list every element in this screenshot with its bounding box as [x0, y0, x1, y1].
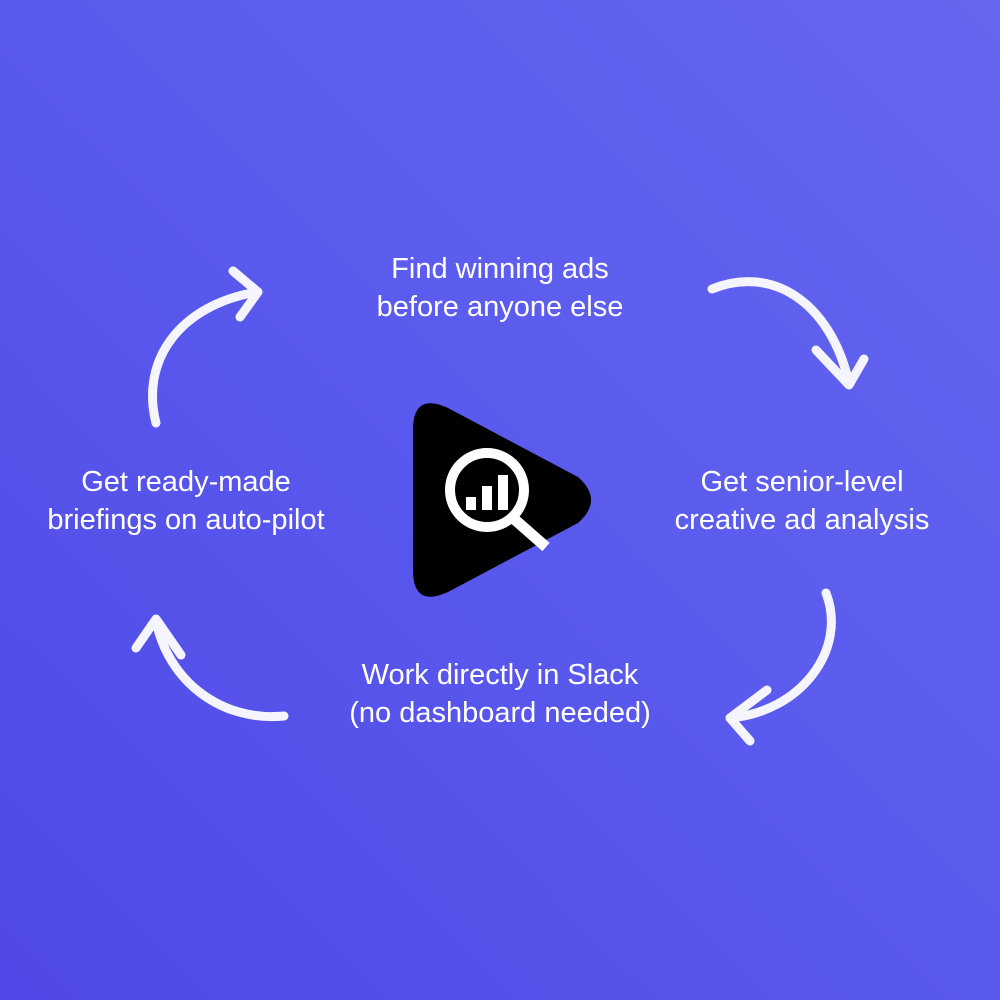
step-text: Work directly in Slack: [361, 659, 639, 691]
arrow-bottom-left-icon: [131, 614, 289, 722]
step-text: Get senior-level: [700, 466, 904, 498]
step-text: Get ready-made: [81, 466, 291, 498]
arrow-left-top-icon: [148, 266, 263, 428]
arrow-top-right-icon: [707, 277, 869, 390]
logo-icon: [413, 403, 591, 597]
step-senior-analysis: Get senior-level creative ad analysis: [675, 463, 930, 539]
step-find-winning-ads: Find winning ads before anyone else: [377, 250, 624, 326]
step-text: creative ad analysis: [674, 504, 930, 536]
step-text: before anyone else: [376, 291, 624, 323]
step-work-in-slack: Work directly in Slack (no dashboard nee…: [349, 656, 651, 732]
arrow-right-bottom-icon: [725, 588, 836, 746]
step-text: (no dashboard needed): [349, 697, 651, 729]
step-ready-made-briefings: Get ready-made briefings on auto-pilot: [47, 463, 324, 539]
step-text: briefings on auto-pilot: [47, 504, 325, 536]
step-text: Find winning ads: [391, 253, 609, 285]
